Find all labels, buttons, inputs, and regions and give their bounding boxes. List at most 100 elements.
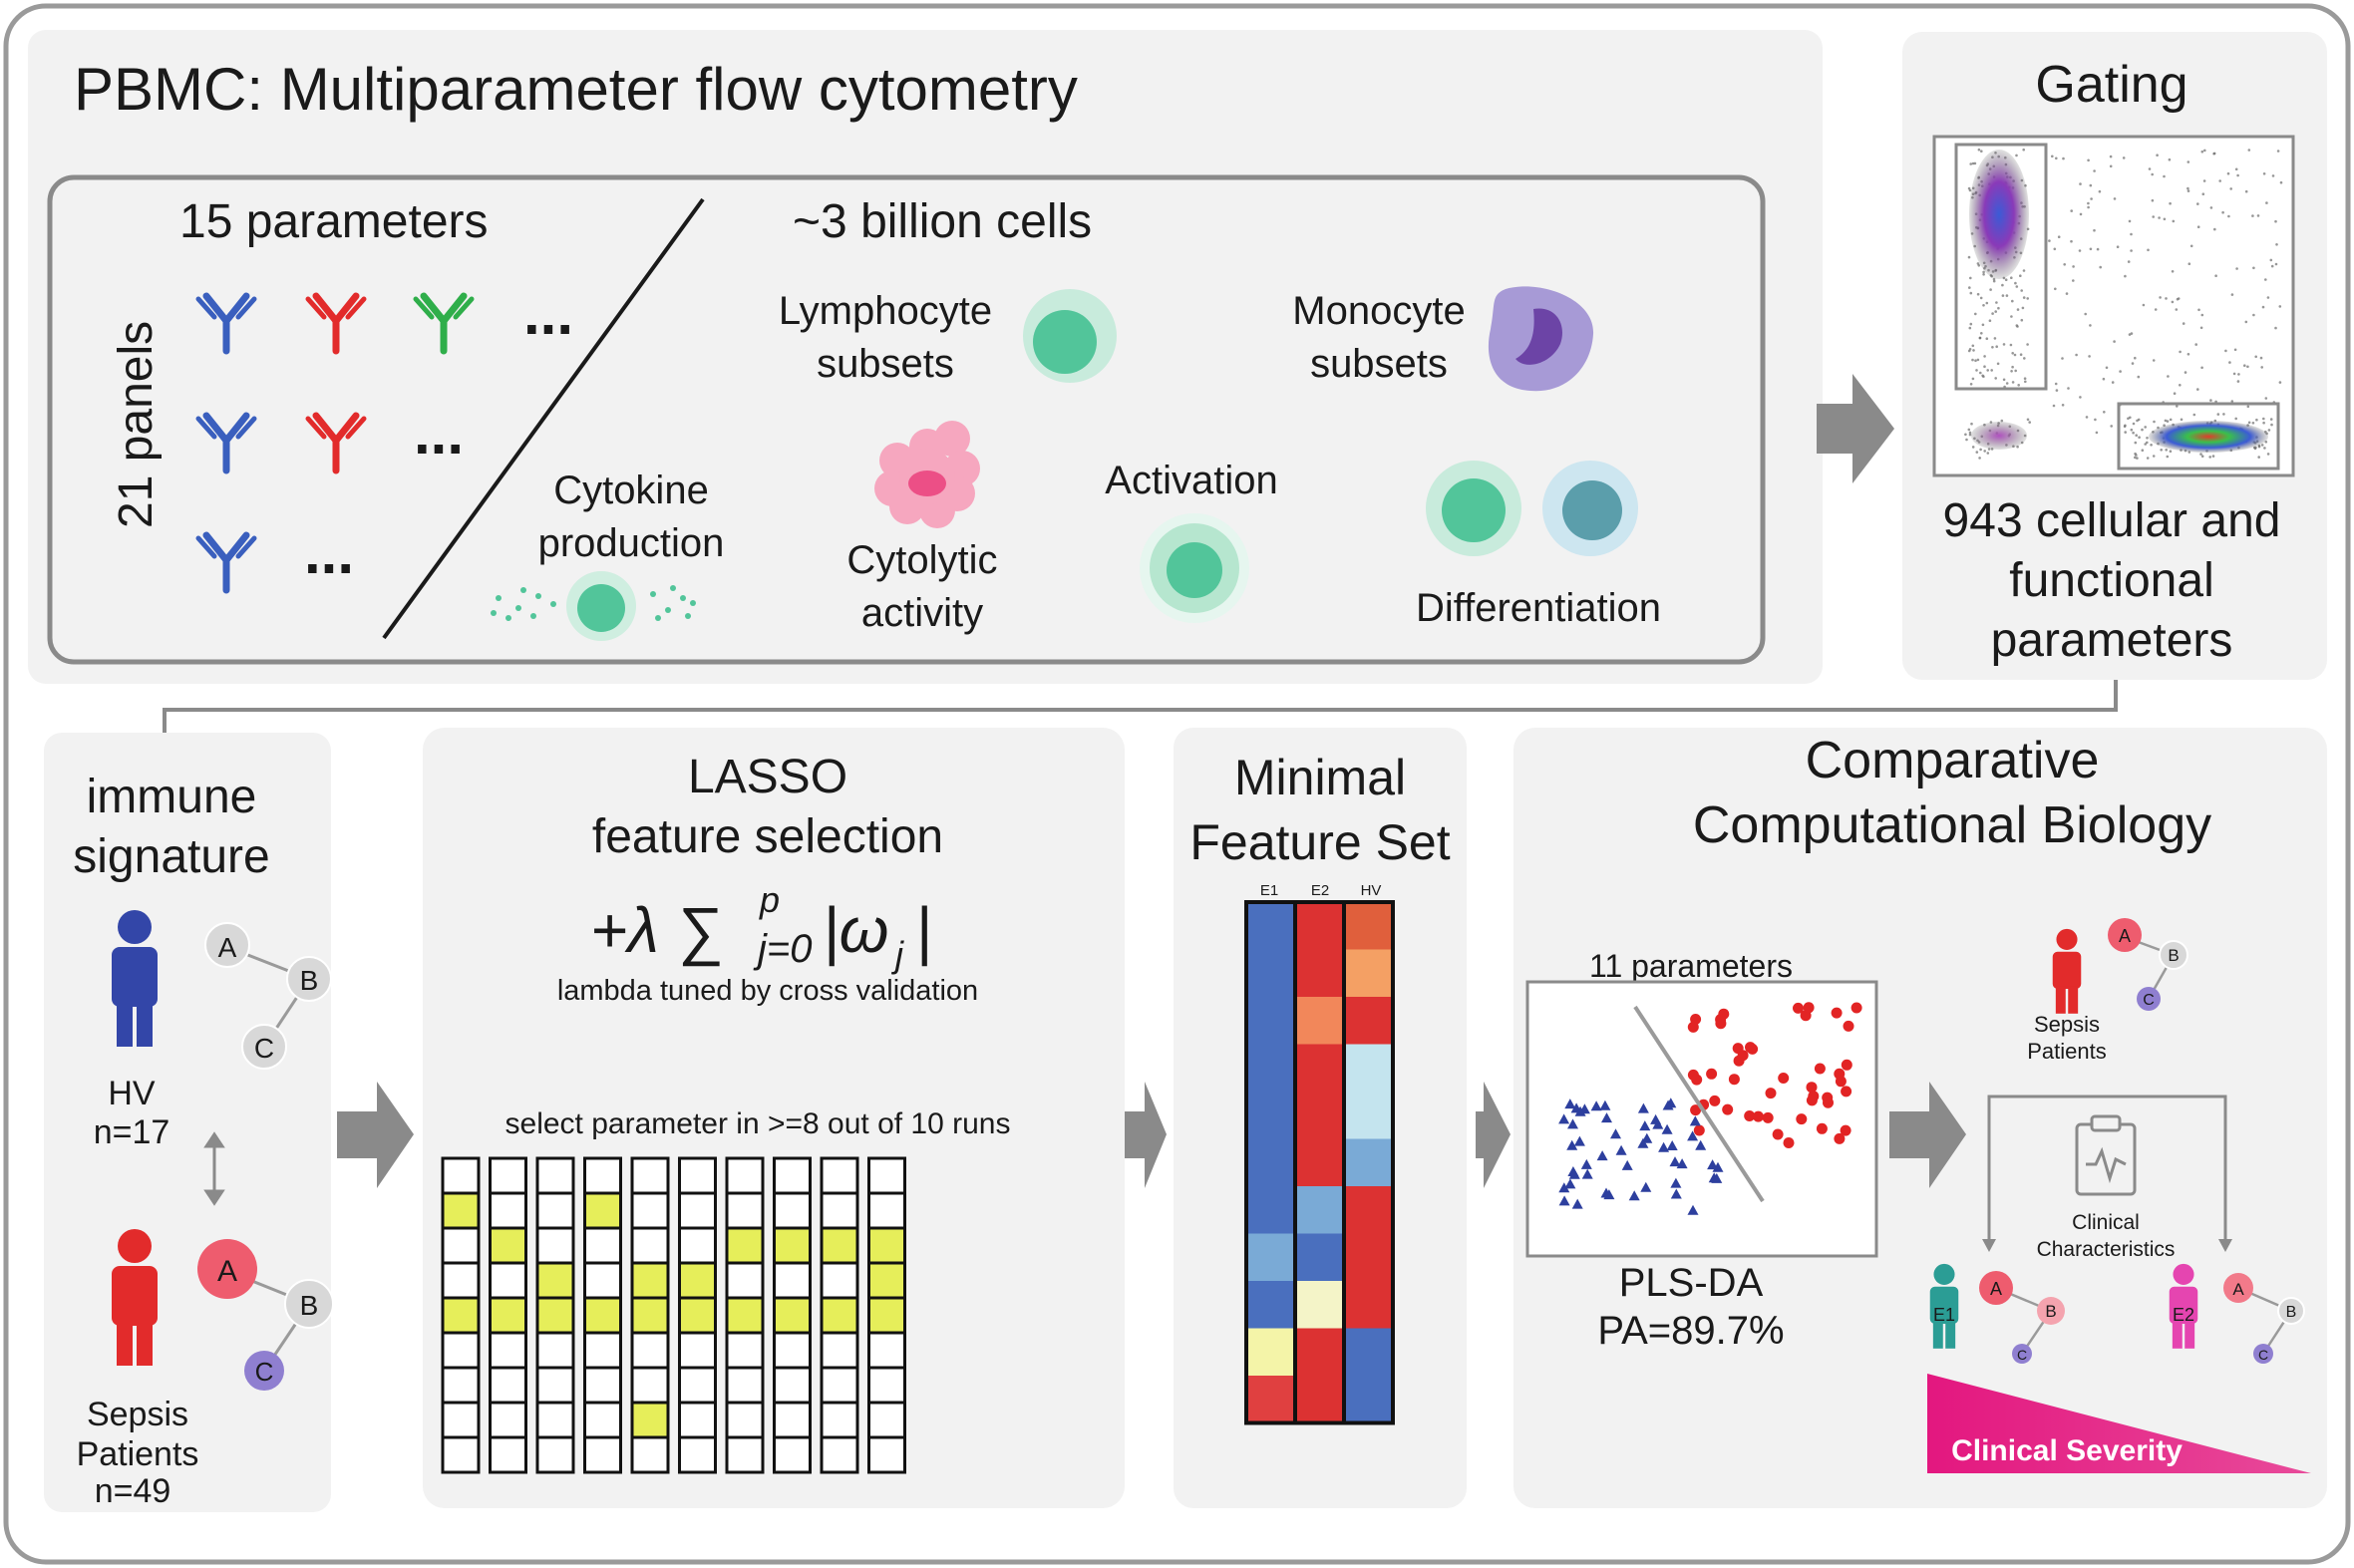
cytokine-icon <box>491 571 696 641</box>
gating-dot <box>2274 219 2277 223</box>
plsda-point-hv <box>1581 1168 1593 1179</box>
gating-dot <box>2260 366 2263 369</box>
run-cell <box>725 1296 765 1335</box>
plsda-points <box>1558 1002 1862 1215</box>
gate-box <box>2117 402 2280 470</box>
gating-dot <box>2054 382 2058 386</box>
severity-wedge <box>1927 1374 2311 1473</box>
sepsis-patients-group: A B C <box>2052 918 2188 1014</box>
sepsis-label-2: Patients <box>77 1435 199 1473</box>
plsda-point-sepsis <box>1816 1122 1828 1134</box>
sepsis-network: A B C <box>197 1239 334 1391</box>
gating-dot <box>2203 149 2206 153</box>
gating-dot <box>1976 262 1980 265</box>
activation-label: Activation <box>1105 459 1277 502</box>
run-cell <box>441 1191 481 1230</box>
gating-dot <box>2194 343 2197 346</box>
gating-dot <box>2182 322 2186 325</box>
gating-dot <box>2020 318 2024 322</box>
sepsis-count: n=49 <box>95 1472 171 1510</box>
heatmap-cell <box>1344 1281 1393 1329</box>
gating-dot <box>2141 428 2144 432</box>
gating-dot <box>2186 353 2190 356</box>
gating-dot <box>2156 154 2159 157</box>
gating-dot <box>2276 150 2280 153</box>
gating-dot <box>2234 167 2238 171</box>
gating-dot <box>1990 369 1993 372</box>
gating-dot <box>1981 323 1985 327</box>
e2-label: E2 <box>2173 1305 2194 1325</box>
heatmap <box>1244 900 1395 1425</box>
run-cell <box>441 1435 481 1474</box>
gating-dot <box>2142 303 2146 307</box>
ellipsis: ... <box>304 519 354 586</box>
gating-dot <box>2154 308 2158 311</box>
gating-dot <box>1972 349 1975 352</box>
run-cell <box>630 1366 670 1405</box>
gating-dot <box>2264 397 2268 400</box>
plsda-point-hv <box>1662 1099 1674 1110</box>
heatmap-cell <box>1344 1092 1393 1139</box>
pbmc-title: PBMC: Multiparameter flow cytometry <box>74 56 1078 123</box>
lymphocyte-icon <box>1023 289 1117 383</box>
gating-dot <box>2264 278 2267 281</box>
arrow-right-icon <box>1817 374 1894 483</box>
gating-density <box>1971 422 2027 450</box>
heatmap-col-label: E2 <box>1311 882 1329 899</box>
arrow-right-icon <box>337 1082 414 1188</box>
gating-density <box>1969 150 2029 279</box>
run-cell <box>489 1401 527 1439</box>
gating-dot <box>2169 418 2173 422</box>
gating-dot <box>1980 150 1983 153</box>
gating-dot <box>2227 214 2230 218</box>
plsda-point-hv <box>1661 1123 1673 1134</box>
gating-dot <box>2152 359 2156 362</box>
heatmap-cell <box>1246 1092 1295 1139</box>
node-label: C <box>2017 1347 2027 1363</box>
run-cell <box>725 1401 765 1439</box>
gating-dot <box>2222 413 2225 416</box>
gating-dot <box>2197 308 2200 312</box>
run-cell <box>489 1296 527 1335</box>
gating-dot <box>2020 289 2023 292</box>
gating-dot <box>1969 383 1973 386</box>
gating-dot <box>2163 174 2166 178</box>
gating-dot <box>2262 417 2265 421</box>
gating-dot <box>2184 371 2187 374</box>
lasso-title-2: feature selection <box>592 810 943 863</box>
formula-tail: |ω <box>823 894 888 967</box>
gating-dot <box>2247 421 2251 425</box>
gating-dot <box>2005 294 2009 297</box>
gating-dot <box>1981 374 1984 378</box>
gating-dot <box>1968 326 1972 330</box>
gating-dot <box>2009 343 2013 347</box>
gating-dot <box>2130 249 2133 252</box>
gating-dot <box>2151 172 2154 176</box>
gating-dot <box>1964 433 1967 437</box>
gating-dot <box>1992 279 1996 283</box>
gating-dot <box>1971 344 1975 348</box>
heatmap-cell <box>1246 1376 1295 1423</box>
run-cell <box>441 1331 481 1370</box>
gating-dot <box>2243 364 2246 368</box>
gating-dot <box>2159 296 2162 299</box>
gating-dot <box>2209 399 2212 402</box>
plsda-point-sepsis <box>1772 1128 1784 1140</box>
gating-dot <box>2175 308 2179 311</box>
run-cell <box>725 1191 765 1230</box>
run-cell <box>820 1401 859 1439</box>
plsda-point-sepsis <box>1841 1086 1852 1098</box>
run-cell <box>583 1435 622 1474</box>
heatmap-cell <box>1295 997 1344 1045</box>
gating-dot <box>2254 355 2257 359</box>
ellipsis: ... <box>414 400 464 467</box>
gating-dot <box>1995 301 1998 304</box>
run-cell <box>678 1435 717 1474</box>
gating-dot <box>2134 456 2137 460</box>
gating-dot <box>2022 269 2026 272</box>
gating-dot <box>2015 285 2019 288</box>
connector-line <box>163 680 2118 748</box>
gating-dot <box>1968 433 1972 437</box>
plsda-point-hv <box>1628 1190 1640 1201</box>
heatmap-col-label: HV <box>1361 882 1382 899</box>
